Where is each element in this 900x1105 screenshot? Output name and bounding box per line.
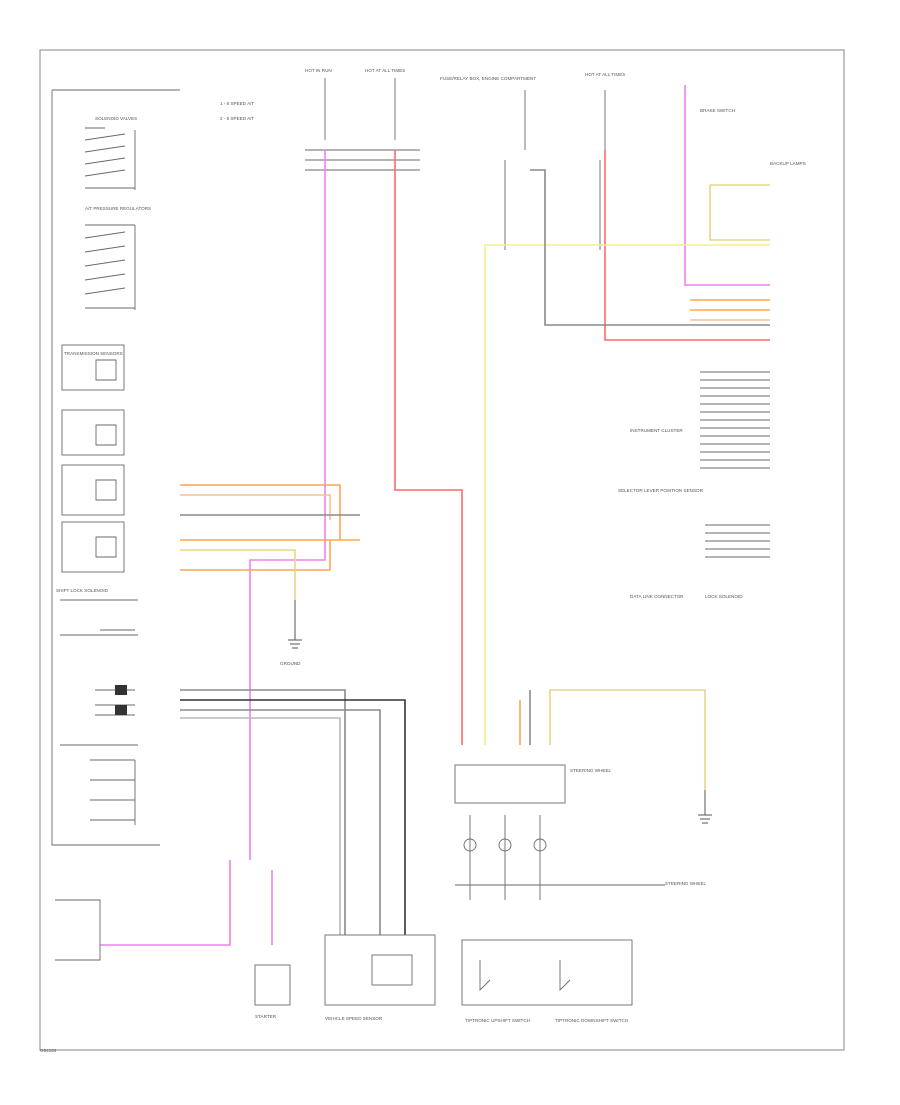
wire-red-right xyxy=(604,150,770,341)
hot-in-run-1: HOT IN RUN xyxy=(305,68,332,73)
trans-sensors-label: TRANSMISSION SENSORS xyxy=(64,351,123,356)
diagram-frame xyxy=(39,49,845,1051)
top-labels: HOT IN RUN HOT AT ALL TIMES HOT AT ALL T… xyxy=(220,68,625,121)
wire-pink-bottom xyxy=(100,860,231,946)
right-connectors: INSTRUMENT CLUSTER SELECTOR LEVER POSITI… xyxy=(618,108,806,599)
backup-lamps-label: BACKUP LAMPS xyxy=(770,161,806,166)
ground-symbol-1 xyxy=(288,600,302,649)
left-column-components: SOLENOID VALVES A/T PRESSURE REGULATORS … xyxy=(40,89,180,1053)
wires xyxy=(100,85,770,946)
wire-gray-right xyxy=(530,169,770,326)
wire-khaki-lower xyxy=(549,689,706,790)
pressure-regulators-label: A/T PRESSURE REGULATORS xyxy=(85,206,151,211)
steering-wheel-label: STEERING WHEEL xyxy=(570,768,612,773)
solenoid-valves: SOLENOID VALVES xyxy=(84,116,137,190)
shift-lock-components: SHIFT LOCK SOLENOID xyxy=(56,588,138,825)
footer-code: G64184 xyxy=(40,1048,57,1053)
connector-block-2 xyxy=(115,705,127,715)
wire-yellow xyxy=(484,244,770,745)
fuse-lines xyxy=(305,78,606,250)
bottom-components: VEHICLE SPEED SENSOR STARTER GROUND xyxy=(55,600,712,1021)
data-link-label: DATA LINK CONNECTOR xyxy=(630,594,684,599)
wire-lgray-down xyxy=(180,717,341,935)
legend-1: 1 - 6 SPEED A/T xyxy=(220,101,254,106)
connector-block-1 xyxy=(115,685,127,695)
ground-symbol-2 xyxy=(698,790,712,824)
selector-lever-label: SELECTOR LEVER POSITION SENSOR xyxy=(618,488,704,493)
tiptronic-up-label: TIPTRONIC UPSHIFT SWITCH xyxy=(465,1018,530,1023)
shift-lock-label: SHIFT LOCK SOLENOID xyxy=(56,588,109,593)
wire-khaki xyxy=(709,184,770,241)
wire-orange-3 xyxy=(180,540,331,571)
wire-pink-left xyxy=(249,150,326,860)
instrument-cluster-label: INSTRUMENT CLUSTER xyxy=(630,428,683,433)
wire-khaki-tcm xyxy=(180,549,296,600)
starter-label: STARTER xyxy=(255,1014,277,1019)
hot-in-run-3: HOT AT ALL TIMES xyxy=(585,72,625,77)
steering-wheel-module: STEERING WHEEL STEERING WHEEL TIPTRONIC … xyxy=(454,764,707,1023)
vehicle-speed-label: VEHICLE SPEED SENSOR xyxy=(325,1016,383,1021)
lock-solenoid-label: LOCK SOLENOID xyxy=(705,594,743,599)
wire-black-down xyxy=(180,699,406,935)
wire-gray-down-1 xyxy=(180,689,346,935)
tiptronic-label: STEERING WHEEL xyxy=(665,881,707,886)
legend-2: 2 - 5 SPEED A/T xyxy=(220,116,254,121)
pressure-regulators: A/T PRESSURE REGULATORS xyxy=(84,206,151,310)
wire-orange-right xyxy=(690,299,770,311)
wire-peach-1 xyxy=(180,494,331,520)
tiptronic-down-label: TIPTRONIC DOWNSHIFT SWITCH xyxy=(555,1018,628,1023)
brake-switch-label: BRAKE SWITCH xyxy=(700,108,735,113)
ground-label: GROUND xyxy=(280,661,301,666)
wire-gray-down-2 xyxy=(180,709,381,935)
solenoid-valves-label: SOLENOID VALVES xyxy=(95,116,137,121)
wire-red-power xyxy=(394,150,463,745)
hot-in-run-2: HOT AT ALL TIMES xyxy=(365,68,405,73)
fuse-box-label: FUSE/RELAY BOX, ENGINE COMPARTMENT xyxy=(440,76,536,81)
transmission-sensors: TRANSMISSION SENSORS xyxy=(61,344,125,573)
wire-pink-right xyxy=(684,85,770,286)
wire-orange-1 xyxy=(180,484,341,540)
